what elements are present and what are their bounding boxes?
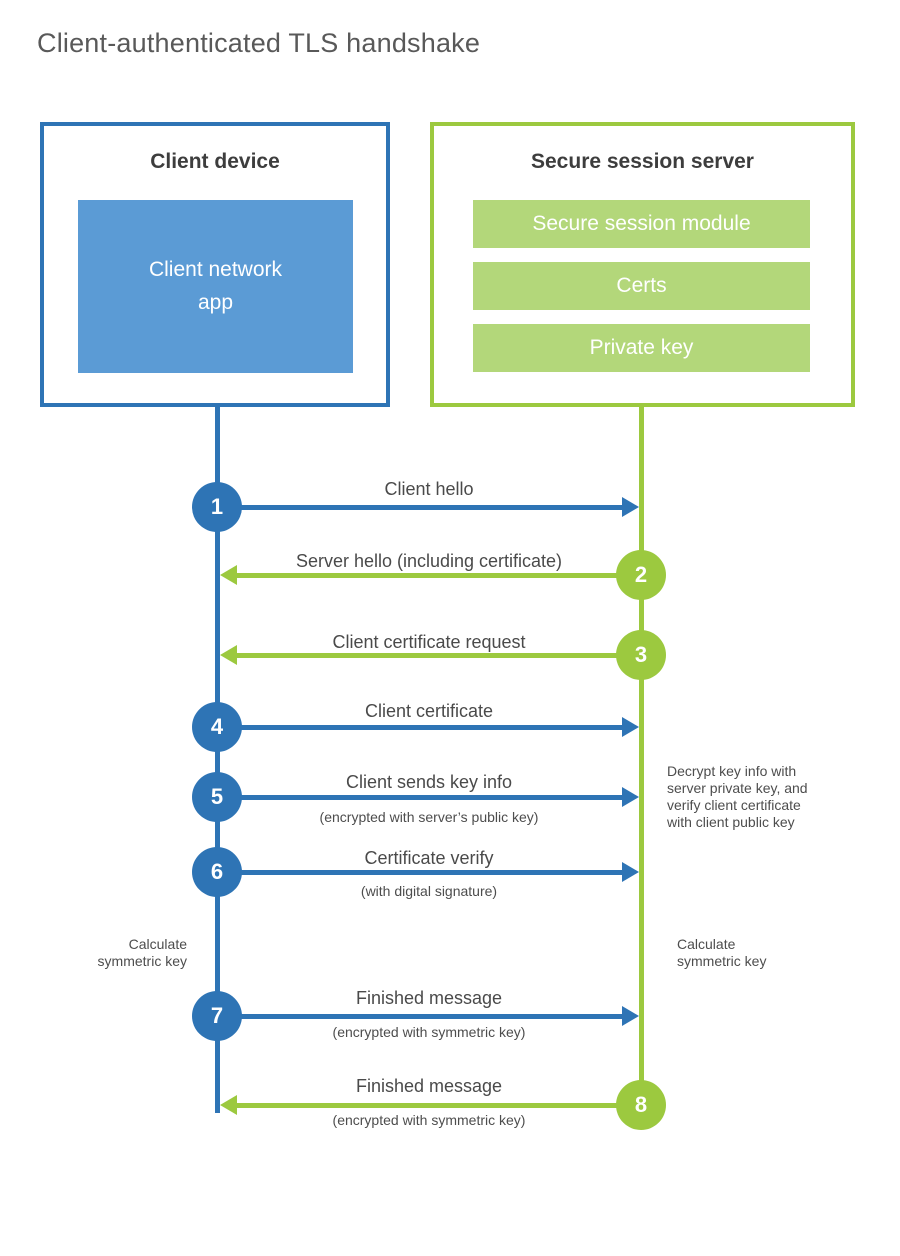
message-label: Client certificate request xyxy=(332,632,526,652)
decrypt-key-note: Decrypt key info with server private key… xyxy=(667,763,808,830)
step-3-badge: 3 xyxy=(616,630,666,680)
client-network-app-box: Client network app xyxy=(78,200,353,373)
arrow-head-right-icon xyxy=(622,1006,639,1026)
message-sublabel: (encrypted with symmetric key) xyxy=(332,1112,526,1128)
message-label: Finished message xyxy=(355,988,503,1008)
message-sublabel: (encrypted with symmetric key) xyxy=(332,1024,526,1040)
arrow-head-left-icon xyxy=(220,565,237,585)
arrow-head-left-icon xyxy=(220,1095,237,1115)
arrow-line xyxy=(237,573,641,578)
client-network-app-label: Client network app xyxy=(148,257,283,314)
arrow-head-right-icon xyxy=(622,862,639,882)
client-lifeline xyxy=(215,405,220,1113)
message-label: Client hello xyxy=(384,479,474,499)
arrow-head-left-icon xyxy=(220,645,237,665)
message-label: Finished message xyxy=(355,1076,503,1096)
client-device-heading: Client device xyxy=(150,150,280,173)
arrow-head-right-icon xyxy=(622,497,639,517)
arrow-line xyxy=(237,1103,641,1108)
step-2-badge: 2 xyxy=(616,550,666,600)
message-label: Server hello (including certificate) xyxy=(295,551,563,571)
diagram-title: Client-authenticated TLS handshake xyxy=(37,28,481,58)
calculate-symmetric-key-note-server: Calculate symmetric key xyxy=(677,936,767,969)
message-sublabel: (encrypted with server’s public key) xyxy=(319,809,539,825)
step-1-badge: 1 xyxy=(192,482,242,532)
step-4-badge: 4 xyxy=(192,702,242,752)
secure-session-server-heading: Secure session server xyxy=(531,150,754,173)
message-label: Client sends key info xyxy=(345,772,513,792)
arrow-line xyxy=(217,505,622,510)
server-module-secure-session: Secure session module xyxy=(473,200,810,248)
step-6-badge: 6 xyxy=(192,847,242,897)
step-8-badge: 8 xyxy=(616,1080,666,1130)
arrow-line xyxy=(217,795,622,800)
arrow-line xyxy=(237,653,641,658)
step-7-badge: 7 xyxy=(192,991,242,1041)
server-module-private-key: Private key xyxy=(473,324,810,372)
message-sublabel: (with digital signature) xyxy=(360,883,498,899)
arrow-head-right-icon xyxy=(622,717,639,737)
step-5-badge: 5 xyxy=(192,772,242,822)
message-label: Certificate verify xyxy=(364,848,494,868)
server-lifeline xyxy=(639,405,644,1105)
arrow-line xyxy=(217,870,622,875)
calculate-symmetric-key-note-client: Calculate symmetric key xyxy=(97,936,187,969)
arrow-line xyxy=(217,725,622,730)
server-module-certs: Certs xyxy=(473,262,810,310)
arrow-head-right-icon xyxy=(622,787,639,807)
message-label: Client certificate xyxy=(364,701,494,721)
arrow-line xyxy=(217,1014,622,1019)
